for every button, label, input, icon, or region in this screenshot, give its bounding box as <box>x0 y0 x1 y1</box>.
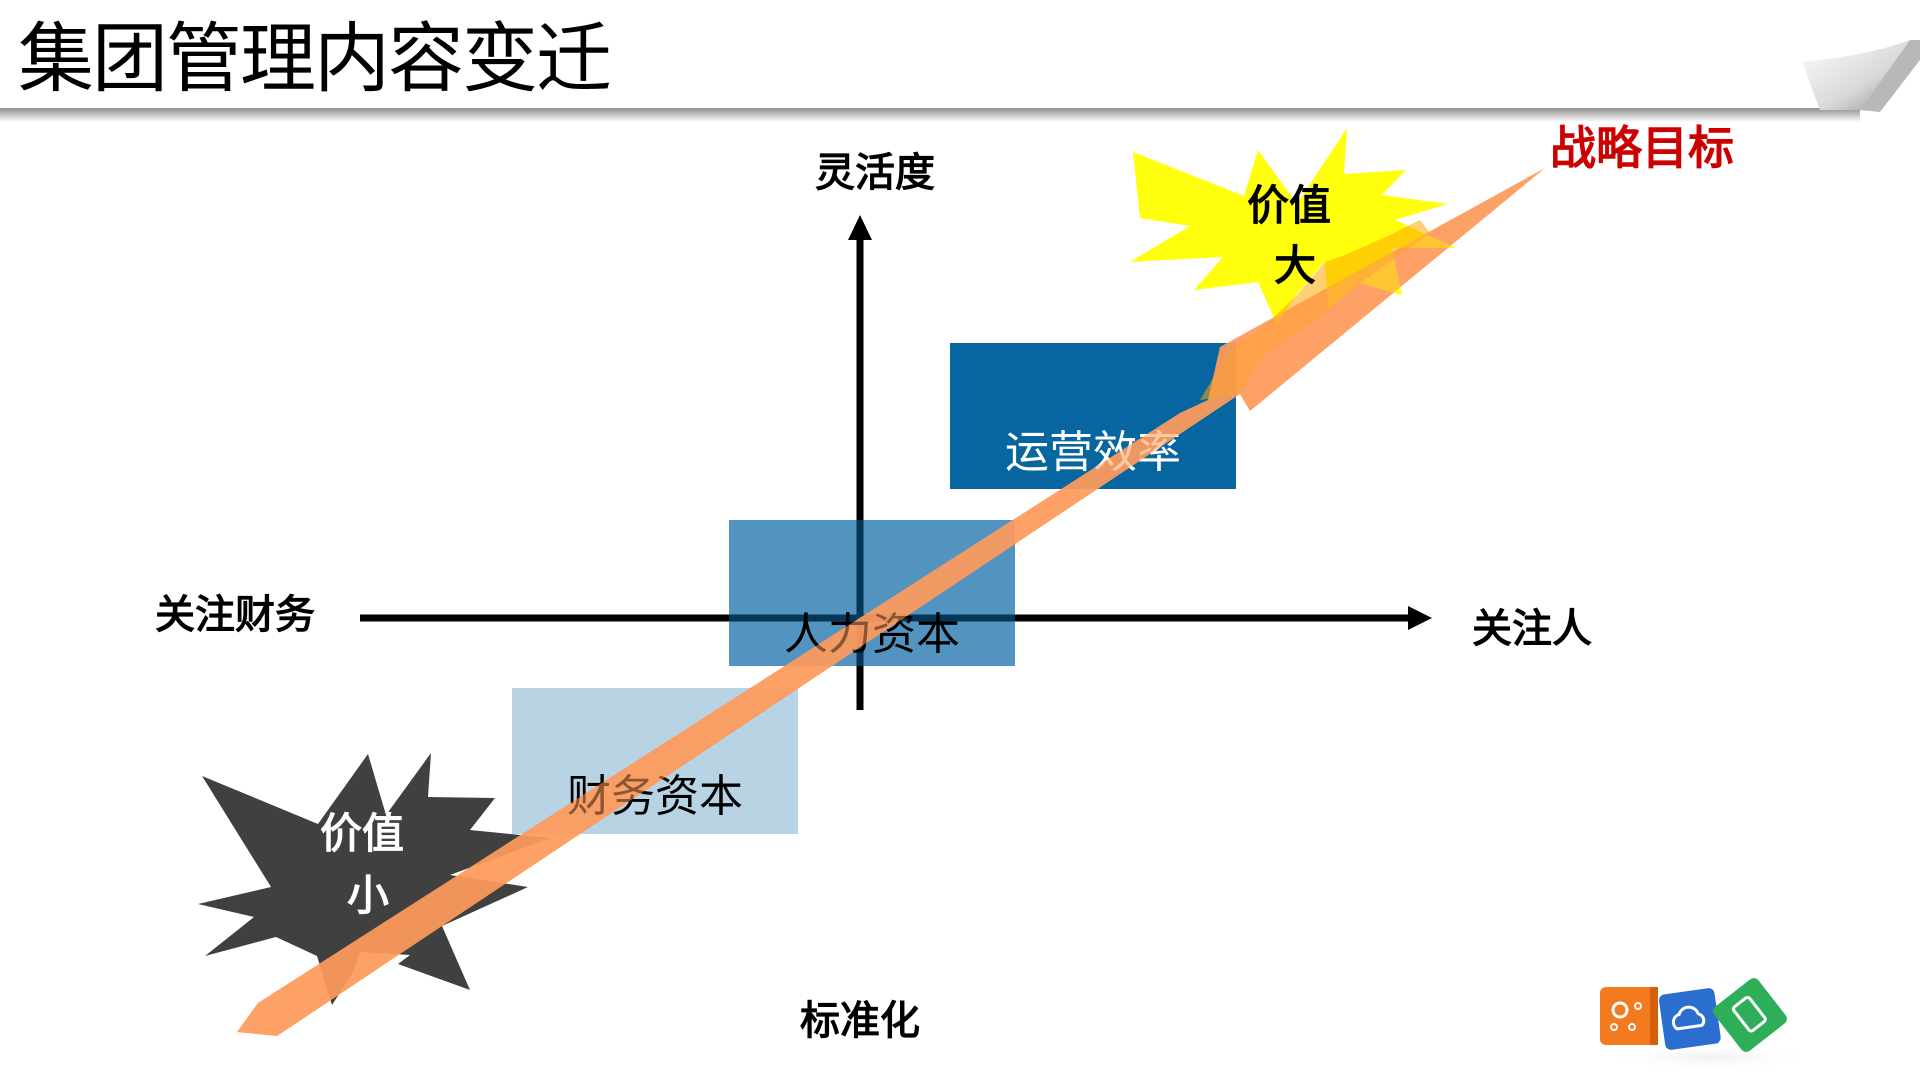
burst-high-line2: 大 <box>1274 241 1317 290</box>
logo-cubes <box>1600 978 1820 1071</box>
title-divider <box>0 108 1860 122</box>
network-icon <box>1600 987 1658 1045</box>
x-axis-left-label: 关注财务 <box>155 591 315 638</box>
burst-high-line1: 价值 <box>1247 181 1332 230</box>
x-axis-right-label: 关注人 <box>1472 605 1592 652</box>
y-axis-bottom-label: 标准化 <box>800 997 920 1044</box>
title-bar: 集团管理内容变迁 <box>0 0 1920 110</box>
cloud-icon <box>1659 988 1721 1050</box>
burst-low-line1: 价值 <box>320 809 405 858</box>
box-human-capital-label: 人力资本 <box>784 609 960 660</box>
box-operational-efficiency-label: 运营效率 <box>1005 427 1181 478</box>
page-curl-icon <box>1800 0 1920 112</box>
tablet-icon <box>1713 978 1787 1052</box>
burst-low-line2: 小 <box>347 871 390 920</box>
box-finance-capital-label: 财务资本 <box>567 771 743 822</box>
page-title: 集团管理内容变迁 <box>18 14 612 103</box>
strategy-goal-label: 战略目标 <box>1550 121 1734 175</box>
y-axis-top-label: 灵活度 <box>815 149 935 196</box>
